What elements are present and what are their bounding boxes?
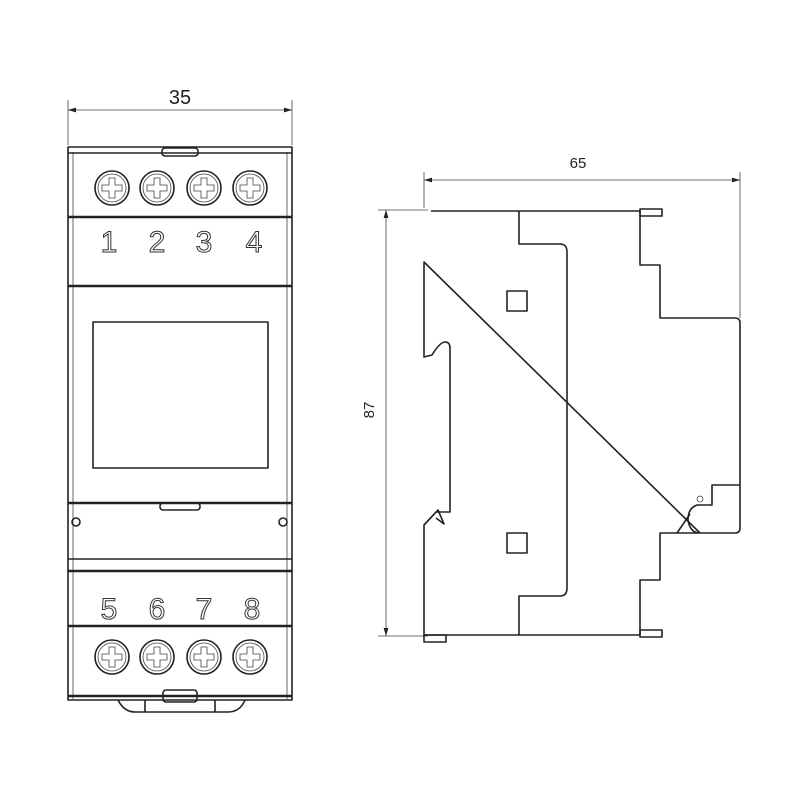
terminal-screw-8 [232,639,268,675]
vent-square-bottom [506,532,528,554]
side-housing-outline [423,210,741,636]
height-label: 87 [361,402,378,419]
terminal-screw-6 [139,639,175,675]
side-view: 65 87 [361,155,741,643]
terminal-label-3: 3 [196,226,213,259]
top-tab [639,208,663,217]
width-dimension: 35 [67,87,293,145]
front-view: 35 1 2 3 4 [67,87,293,713]
terminal-screw-4 [232,170,268,206]
display-window [92,321,269,469]
terminal-screw-5 [94,639,130,675]
depth-label: 65 [570,155,587,172]
terminal-label-2: 2 [149,226,166,259]
front-housing [67,146,293,701]
width-label: 35 [169,87,191,109]
bottom-tab [639,629,663,638]
screw-hole-right [278,517,288,527]
foot [423,634,447,643]
inner-cover [518,211,568,635]
top-terminal-screws [94,170,268,206]
terminal-label-6: 6 [149,593,166,626]
terminal-label-8: 8 [244,593,261,626]
din-latch [117,699,246,713]
bottom-terminal-screws [94,639,268,675]
terminal-label-5: 5 [101,593,118,626]
terminal-label-7: 7 [196,593,213,626]
vent-square-top [506,290,528,312]
top-clip [161,147,199,157]
terminal-label-1: 1 [101,226,118,259]
terminal-screw-7 [186,639,222,675]
terminal-label-4: 4 [246,226,263,259]
terminal-screw-1 [94,170,130,206]
terminal-screw-3 [186,170,222,206]
bottom-clip [162,689,198,703]
height-dimension: 87 [361,209,428,637]
depth-dimension: 65 [423,155,741,318]
terminal-screw-2 [139,170,175,206]
screw-hole-left [71,517,81,527]
